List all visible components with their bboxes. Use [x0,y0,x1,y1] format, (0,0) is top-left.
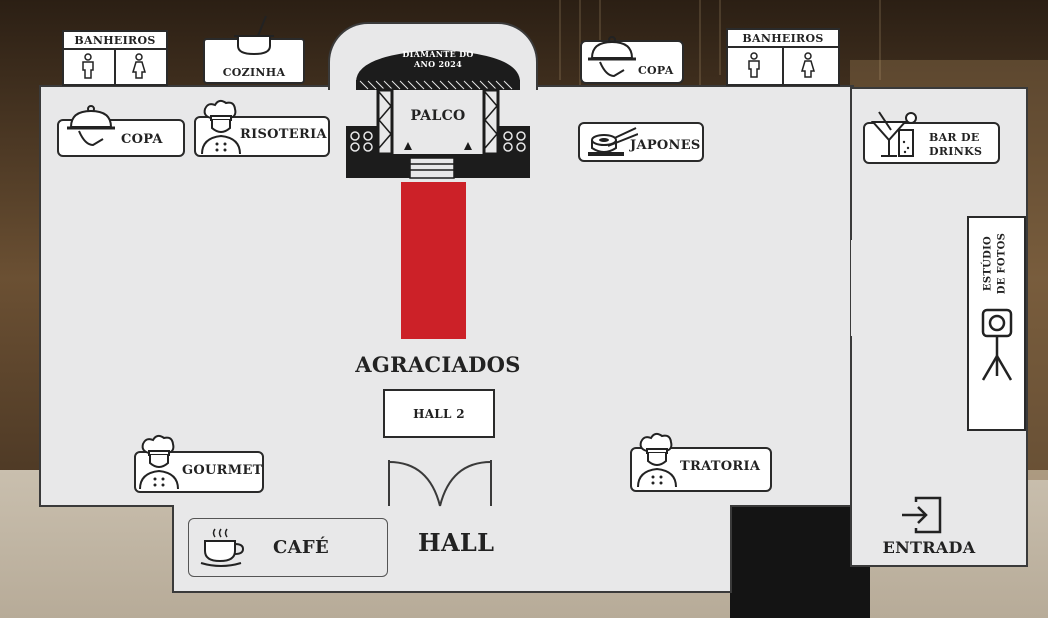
wing-opening [851,240,855,336]
banheiros-right: BANHEIROS [726,28,840,86]
cafe-area[interactable]: CAFÉ [188,518,388,577]
female-person-icon [131,53,147,79]
gourmet-label: GOURMET [182,463,263,478]
cozinha-label: COZINHA [222,66,286,79]
stage-banner-line2: ANO 2024 [414,59,462,69]
bar-de-drinks-area[interactable]: BAR DE DRINKS [863,111,1000,164]
cooking-pot-icon [234,15,274,56]
chef-icon [201,99,241,155]
cocktail-icon [870,111,917,157]
hall-2-label: HALL 2 [413,407,465,421]
banheiros-left: BANHEIROS [62,30,168,86]
banheiros-mid-wall [114,48,116,84]
serving-cloche-icon [67,105,115,147]
palco-label: PALCO [410,108,466,124]
risoteria-label: RISOTERIA [240,127,327,142]
gourmet-area[interactable]: GOURMET [134,434,264,493]
red-carpet [401,182,466,339]
serving-cloche-icon [588,36,636,78]
copa-left-area[interactable]: COPA [57,105,185,157]
banheiros-mid-wall [782,46,784,84]
chef-icon [637,432,677,488]
copa-right-label: COPA [638,64,674,77]
copa-left-label: COPA [121,132,163,147]
tratoria-label: TRATORIA [680,459,761,474]
hall-2-area[interactable]: HALL 2 [383,389,495,438]
estudio-de-fotos-area[interactable]: ESTÚDIO DE FOTOS [967,216,1026,431]
copa-right-area[interactable]: COPA [580,36,684,84]
tratoria-area[interactable]: TRATORIA [630,432,772,492]
stage-banner-line1: DIAMANTE DO [402,49,474,59]
sushi-icon [588,127,638,156]
risoteria-area[interactable]: RISOTERIA [194,99,330,157]
female-person-icon [800,52,816,78]
banheiros-left-label: BANHEIROS [74,34,156,47]
cozinha-area[interactable]: COZINHA [203,15,305,84]
japones-label: JAPONES [630,138,701,153]
hall-label: HALL [418,528,495,557]
bar-label-line1: BAR DE [929,131,980,144]
estudio-label-line1: ESTÚDIO [982,235,994,292]
cafe-label: CAFÉ [273,537,329,558]
entrance-door-icon [902,496,942,534]
agraciados-label: AGRACIADOS [355,352,521,377]
japones-area[interactable]: JAPONES [578,122,704,162]
chef-icon [139,434,179,490]
stage [346,50,530,179]
estudio-label-line2: DE FOTOS [996,232,1008,295]
entrada-label: ENTRADA [882,538,976,557]
male-person-icon [82,53,94,79]
male-person-icon [748,52,760,78]
hall-double-door [388,458,492,508]
banheiros-right-label: BANHEIROS [742,32,824,45]
coffee-cup-icon [200,528,245,567]
bar-label-line2: DRINKS [929,145,983,158]
camera-tripod-icon [981,308,1013,381]
